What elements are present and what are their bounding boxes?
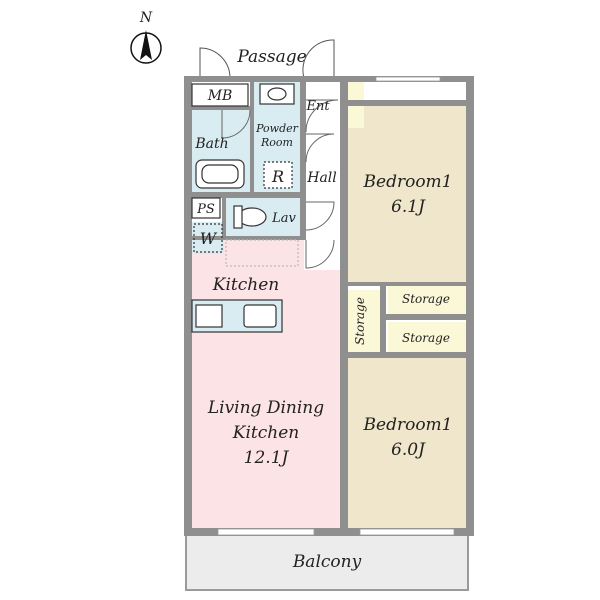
balcony-area [185,534,469,591]
wall-right [466,76,474,536]
kitchen-label: Kitchen [212,275,279,295]
wall-storage-divider [380,284,386,356]
wall-storage-top [340,282,466,286]
ldk-size-label: 12.1J [244,448,290,468]
storage-bottom-area [388,322,466,354]
wall-lav-left [222,198,226,240]
outer-walls [184,76,474,536]
ldk-label-line2: Kitchen [232,423,299,443]
stove-icon [195,304,223,328]
fridge-box [263,161,293,189]
bedroom-bottom-size: 6.0J [391,440,426,460]
storage-top-label: Storage [402,292,450,306]
storage-vertical-label: Storage [353,297,367,345]
bedroom-top-area [348,106,466,282]
door-swing-right [302,39,335,79]
mb-label: MB [207,88,233,104]
wall-bottom [184,528,474,536]
wall-storage-bottom [340,352,466,358]
ent-label: Ent [305,99,330,114]
windows [217,76,455,536]
wall-storage-mid [380,314,466,320]
fixtures [191,83,299,333]
passage-doors [199,39,335,79]
door-swing-left [199,47,231,79]
wall-bedroom-top [340,100,466,106]
mb-box [191,83,249,107]
door-bath [221,109,251,139]
balcony-label: Balcony [292,552,362,572]
compass-label: N [139,10,153,26]
door-entrance [305,99,339,133]
door-kitchen [305,239,335,269]
wall-wet-bottom [192,236,306,240]
powder-basin-icon [267,87,287,101]
lav-label: Lav [271,211,296,226]
r-label: R [271,167,284,186]
bathtub-inner-icon [201,164,239,184]
wall-top [184,76,474,82]
powder-room-label-line2: Room [260,136,293,149]
door-powder [305,133,335,163]
wall-bath-powder [250,82,254,192]
bath-label: Bath [194,136,228,152]
ldk-label-line1: Living Dining [207,398,324,418]
compass: N [130,10,162,64]
bedroom-bottom-name: Bedroom1 [363,415,453,435]
bedroom-top-size: 6.1J [391,197,426,217]
doors [221,99,339,269]
bedroom-top-name: Bedroom1 [363,172,453,192]
w-label: W [200,229,218,248]
window-bedroom-top [375,76,441,82]
storage-vertical-area [348,290,380,352]
window-bedroom-bottom [359,528,455,536]
wall-wet-right [300,82,306,240]
toilet-tank-icon [233,205,243,229]
north-arrow-icon [140,30,152,60]
door-lav [305,201,335,231]
storage-top-area [388,284,466,314]
wall-bedroom-left [340,82,348,532]
washer-box [193,223,223,253]
ps-box [191,197,221,219]
hall-label: Hall [306,170,337,186]
ps-label: PS [196,202,215,217]
inner-walls [192,82,466,532]
wall-bath-bottom [192,192,304,198]
powder-room-label-line1: Powder [255,122,299,135]
storage-bottom-label: Storage [402,331,450,345]
passage-label: Passage [236,47,306,67]
window-ldk [217,528,315,536]
wall-left [184,76,192,536]
kitchen-dashed-area [225,239,299,267]
bedroom-bottom-area [348,358,466,528]
kitchen-sink-icon [243,304,277,328]
wall-bath-top [192,106,250,110]
